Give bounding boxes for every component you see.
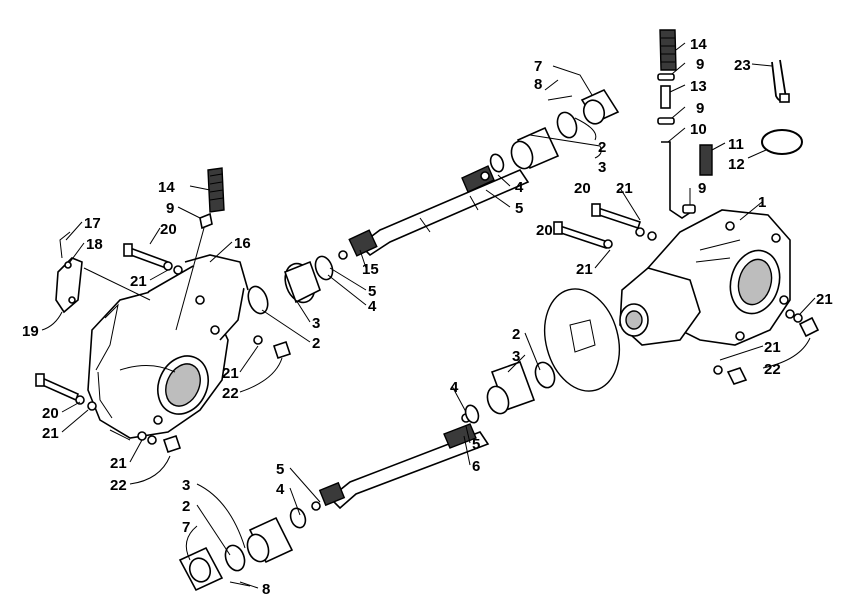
left-gearcase xyxy=(87,254,249,441)
label-21-left-d: 21 xyxy=(110,455,127,472)
label-3-upper-left: 3 xyxy=(312,315,320,332)
bolts-left xyxy=(35,243,292,454)
label-22-left-b: 22 xyxy=(110,477,127,494)
label-12: 12 xyxy=(728,156,745,173)
label-4-upper: 4 xyxy=(515,179,524,196)
label-23: 23 xyxy=(734,57,751,74)
label-16: 16 xyxy=(234,235,251,252)
label-5-upper: 5 xyxy=(515,200,523,217)
label-21-left-a: 21 xyxy=(130,273,147,290)
label-22-left-a: 22 xyxy=(222,385,239,402)
label-18: 18 xyxy=(86,236,103,253)
label-17: 17 xyxy=(84,215,101,232)
shift-lever-left xyxy=(55,231,151,314)
label-4-lower-right: 4 xyxy=(450,379,459,396)
clip-23 xyxy=(771,59,790,103)
flange-top xyxy=(547,88,620,125)
label-1: 1 xyxy=(758,194,766,211)
label-21-left-c: 21 xyxy=(42,425,59,442)
label-2-upper: 2 xyxy=(598,139,606,156)
label-7-bottom: 7 xyxy=(182,519,190,536)
label-2-upper-left: 2 xyxy=(312,335,320,352)
label-6: 6 xyxy=(472,458,480,475)
label-20-right-b: 20 xyxy=(536,222,553,239)
label-21-right-c: 21 xyxy=(816,291,833,308)
label-8-bottom: 8 xyxy=(262,581,270,598)
right-gearcase xyxy=(619,209,791,346)
label-9-right-c: 9 xyxy=(698,180,706,197)
upper-driveshaft xyxy=(338,165,530,260)
label-19: 19 xyxy=(22,323,39,340)
label-5-upper-left: 5 xyxy=(368,283,376,300)
label-5-lower-right: 5 xyxy=(472,436,480,453)
label-5-lower-left: 5 xyxy=(276,461,284,478)
label-22-right: 22 xyxy=(764,361,781,378)
label-21-right-d: 21 xyxy=(764,339,781,356)
label-2-lower-right: 2 xyxy=(512,326,520,343)
label-21-right-a: 21 xyxy=(616,180,633,197)
label-15: 15 xyxy=(362,261,379,278)
label-13: 13 xyxy=(690,78,707,95)
shift-rod-right xyxy=(657,29,696,219)
label-9-left: 9 xyxy=(166,200,174,217)
boot-upper-left xyxy=(247,255,334,315)
flange-bottom xyxy=(178,546,251,592)
label-3-lower-left: 3 xyxy=(182,477,190,494)
label-9-right-a: 9 xyxy=(696,56,704,73)
lower-driveshaft xyxy=(311,413,490,511)
label-21-right-b: 21 xyxy=(576,261,593,278)
label-21-left-b: 21 xyxy=(222,365,239,382)
label-14-left: 14 xyxy=(158,179,175,196)
label-3-lower-right: 3 xyxy=(512,348,520,365)
part-labels: 1 7 8 2 3 4 5 14 9 13 9 10 11 12 23 9 20… xyxy=(22,36,833,598)
leader-lines xyxy=(41,42,816,589)
label-20-left-b: 20 xyxy=(42,405,59,422)
label-20-right-a: 20 xyxy=(574,180,591,197)
label-10: 10 xyxy=(690,121,707,138)
label-7-top: 7 xyxy=(534,58,542,75)
label-20-left-a: 20 xyxy=(160,221,177,238)
snap-ring-12 xyxy=(761,129,803,155)
boot-lower-right xyxy=(464,360,556,424)
label-2-lower-left: 2 xyxy=(182,498,190,515)
label-9-right-b: 9 xyxy=(696,100,704,117)
bolts-right xyxy=(553,203,820,385)
label-14-right: 14 xyxy=(690,36,707,53)
spring-14-left xyxy=(175,167,225,331)
label-4-upper-left: 4 xyxy=(368,298,377,315)
label-8-top: 8 xyxy=(534,76,542,93)
spring-11 xyxy=(699,144,713,176)
brake-disc xyxy=(544,288,620,392)
boot-upper-right xyxy=(489,111,578,173)
label-4-lower-left: 4 xyxy=(276,481,285,498)
boot-lower-left xyxy=(224,507,307,572)
label-11: 11 xyxy=(728,136,744,153)
label-3-upper: 3 xyxy=(598,159,606,176)
